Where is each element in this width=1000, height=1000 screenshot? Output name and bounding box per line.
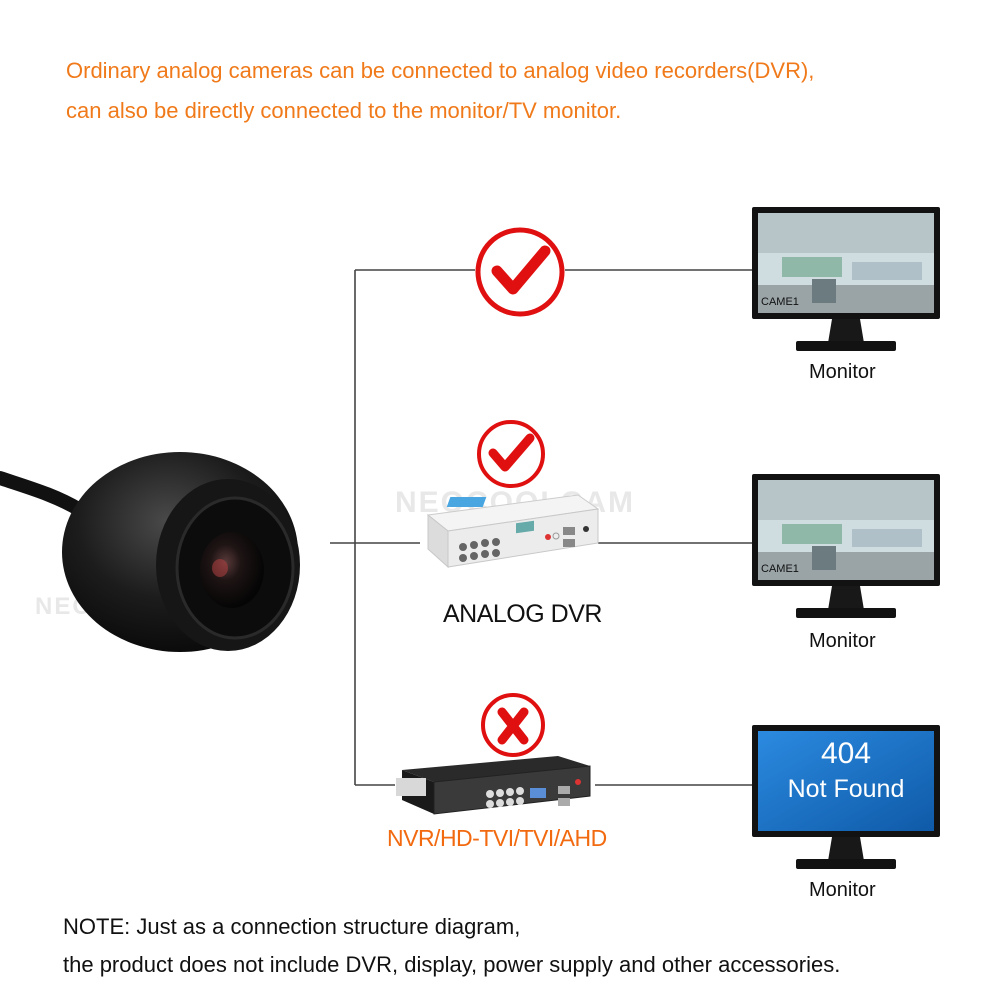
monitor-3: 404 Not Found	[752, 725, 940, 880]
monitor-1-overlay: CAME1	[761, 296, 799, 308]
monitor-2-frame	[752, 474, 940, 624]
cross-icon	[478, 690, 548, 760]
analog-dvr-image	[418, 487, 600, 573]
camera-image	[0, 440, 330, 670]
monitor-3-error-text: Not Found	[758, 775, 934, 804]
check-icon	[473, 225, 567, 319]
monitor-1-label: Monitor	[809, 361, 876, 384]
note-line-2: the product does not include DVR, displa…	[63, 952, 840, 978]
nvr-image	[390, 752, 598, 822]
monitor-1: CAME1	[752, 207, 940, 362]
analog-dvr-label: ANALOG DVR	[443, 600, 602, 629]
monitor-3-error-code: 404	[758, 737, 934, 771]
monitor-1-frame	[752, 207, 940, 357]
monitor-2-overlay: CAME1	[761, 563, 799, 575]
monitor-2-label: Monitor	[809, 630, 876, 653]
monitor-2: CAME1	[752, 474, 940, 629]
monitor-3-label: Monitor	[809, 879, 876, 902]
nvr-label: NVR/HD-TVI/TVI/AHD	[387, 825, 607, 852]
check-icon	[474, 417, 548, 491]
note-line-1: NOTE: Just as a connection structure dia…	[63, 914, 520, 940]
